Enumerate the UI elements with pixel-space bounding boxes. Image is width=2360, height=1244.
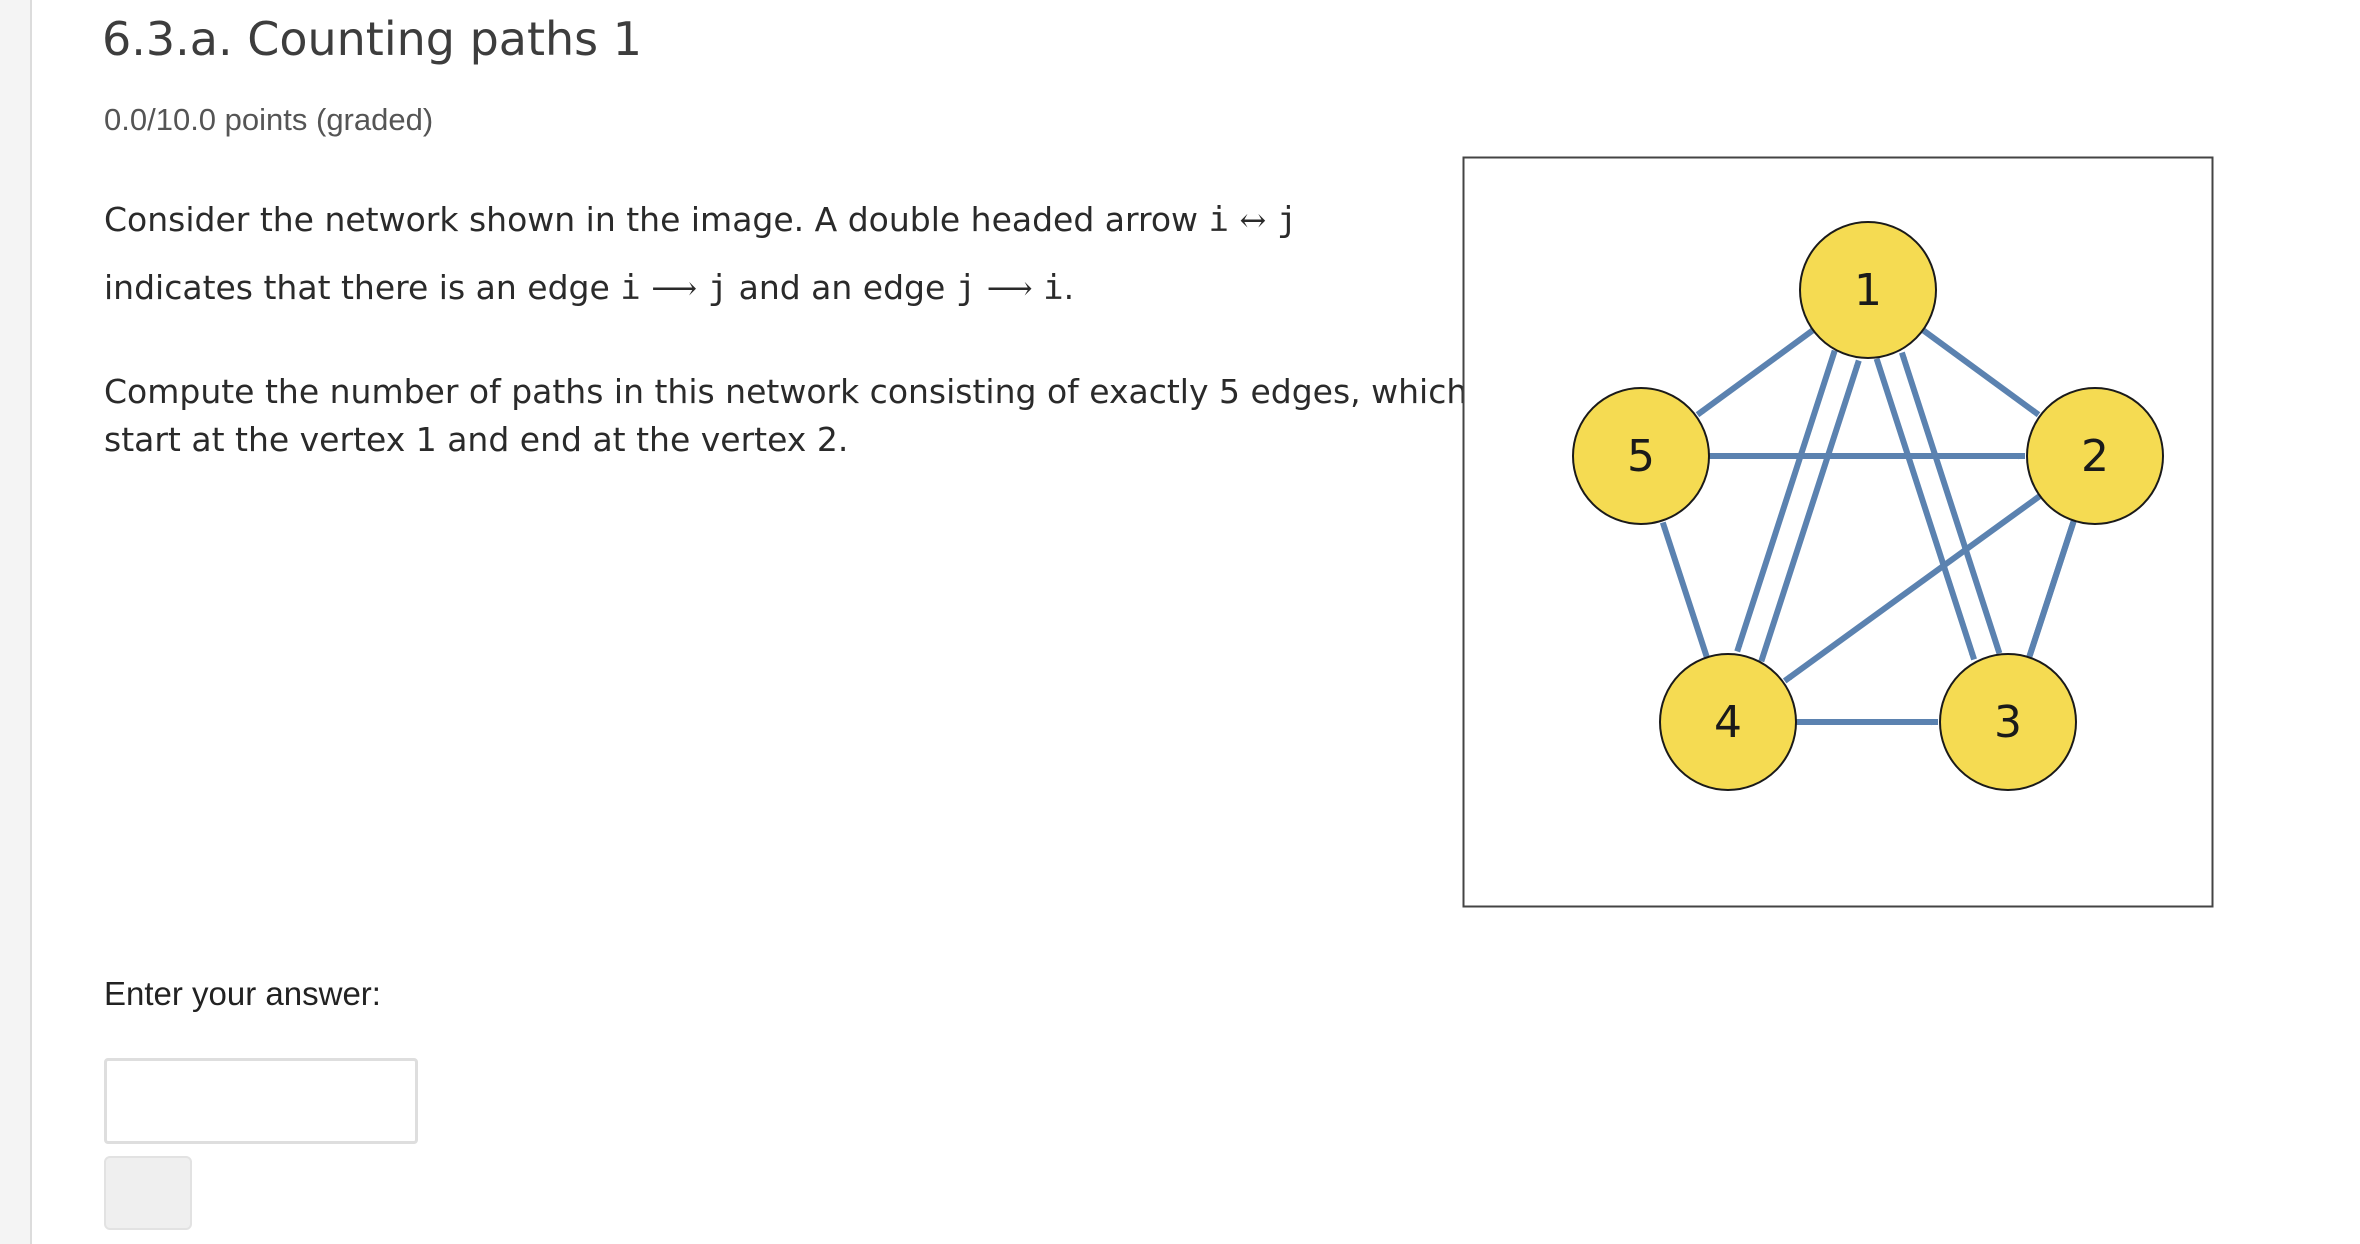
question-line-1: Compute the number of paths in this netw… <box>104 372 1468 411</box>
edge-2-to-4 <box>1782 493 2042 684</box>
question-line-2: start at the vertex 1 and end at the ver… <box>104 420 849 459</box>
math-j: j <box>955 268 977 308</box>
node-2: 2 <box>2026 387 2164 525</box>
double-arrow-symbol: ↔ <box>1239 201 1267 239</box>
statement-line-1: Consider the network shown in the image.… <box>104 200 1297 240</box>
math-i: i <box>1043 268 1064 308</box>
edge-1-to-3 <box>1873 357 1977 661</box>
math-i: i <box>620 268 641 308</box>
math-i: i <box>1208 200 1230 240</box>
node-label: 1 <box>1854 265 1882 316</box>
network-diagram: 1 2 3 4 5 <box>1462 156 2214 908</box>
node-5: 5 <box>1572 387 1710 525</box>
problem-title: 6.3.a. Counting paths 1 <box>102 12 643 66</box>
statement-text: and an edge <box>728 268 956 307</box>
node-circle <box>1659 653 1797 791</box>
edge-3-to-1 <box>1899 351 2003 655</box>
node-label: 2 <box>2081 431 2109 482</box>
math-j: j <box>1276 200 1298 240</box>
edge-4-to-5 <box>1659 521 1710 659</box>
node-3: 3 <box>1939 653 2077 791</box>
right-arrow-symbol: ⟶ <box>986 269 1033 307</box>
edge-1-to-2 <box>1921 327 2041 418</box>
answer-label: Enter your answer: <box>104 975 381 1012</box>
right-arrow-symbol: ⟶ <box>651 269 698 307</box>
problem-panel: 6.3.a. Counting paths 1 0.0/10.0 points … <box>30 0 2360 1244</box>
edge-4-to-1 <box>1758 359 1862 663</box>
statement-text: indicates that there is an edge <box>104 268 621 307</box>
statement-period: . <box>1063 268 1075 307</box>
statement-text: Consider the network shown in the image.… <box>104 200 1209 239</box>
node-layer: 1 2 3 4 5 <box>1572 221 2164 791</box>
statement-line-2: indicates that there is an edge i ⟶ j an… <box>104 268 1074 308</box>
math-j: j <box>707 268 729 308</box>
node-1: 1 <box>1799 221 1937 359</box>
node-circle <box>1572 387 1710 525</box>
answer-input[interactable] <box>104 1058 418 1144</box>
node-label: 3 <box>1994 697 2022 748</box>
node-4: 4 <box>1659 653 1797 791</box>
node-label: 5 <box>1627 431 1655 482</box>
node-circle <box>1799 221 1937 359</box>
node-circle <box>1939 653 2077 791</box>
edge-1-to-5 <box>1695 327 1815 418</box>
edge-1-to-4 <box>1734 349 1838 653</box>
node-label: 4 <box>1714 697 1742 748</box>
submit-button[interactable] <box>104 1156 192 1230</box>
node-circle <box>2026 387 2164 525</box>
points-status: 0.0/10.0 points (graded) <box>104 102 434 137</box>
edge-2-to-3 <box>2026 519 2077 657</box>
edge-layer <box>1659 327 2077 726</box>
